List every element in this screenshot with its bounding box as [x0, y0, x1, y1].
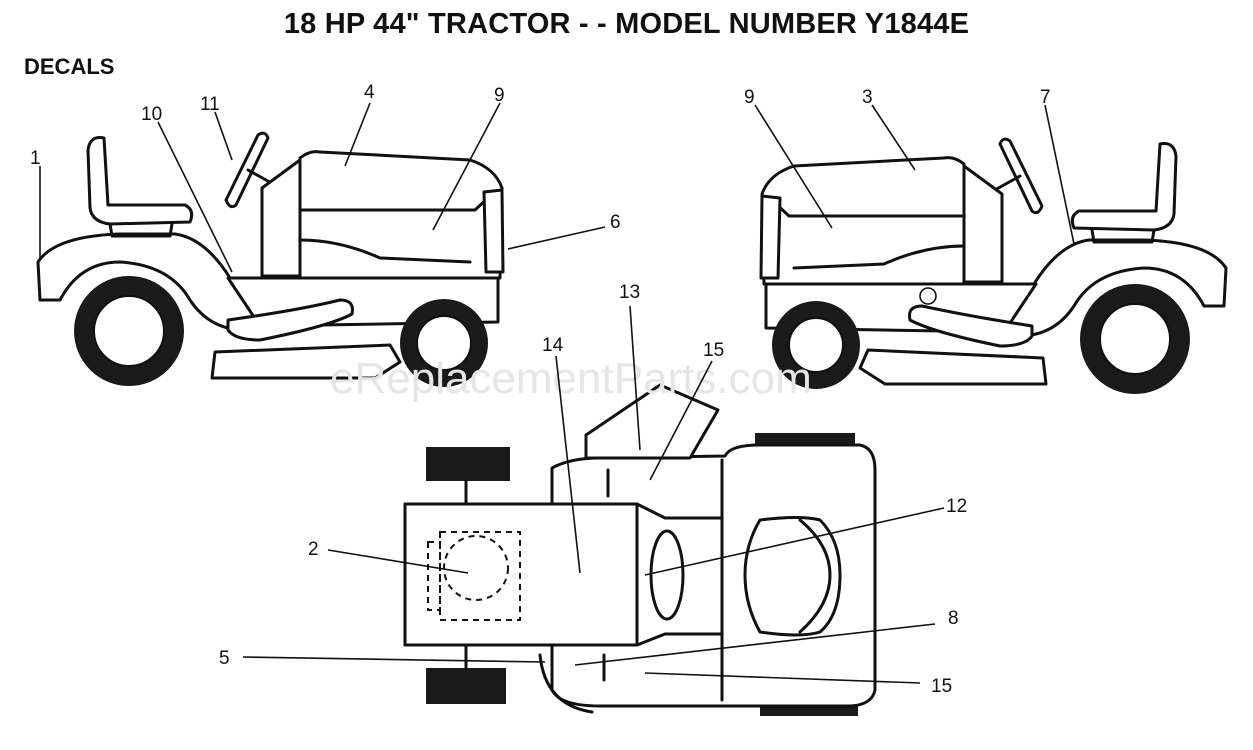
- callout-2: 2: [308, 539, 319, 560]
- callout-9-right: 9: [744, 87, 755, 108]
- callout-7: 7: [1040, 87, 1051, 108]
- page-title: 18 HP 44" TRACTOR - - MODEL NUMBER Y1844…: [283, 8, 970, 40]
- callout-1: 1: [30, 148, 41, 169]
- watermark-text: eReplacementParts.com: [330, 354, 812, 403]
- callout-3: 3: [862, 87, 873, 108]
- section-label-decals: DECALS: [24, 54, 115, 79]
- callout-10: 10: [141, 104, 162, 125]
- leader-lines: [39, 102, 1075, 684]
- tractor-right-side-view: [759, 137, 1228, 394]
- tractor-left-side-view: [36, 131, 505, 387]
- callout-4: 4: [364, 82, 375, 103]
- callout-15-top: 15: [703, 340, 724, 361]
- callout-11: 11: [200, 94, 220, 115]
- callout-15-bottom: 15: [931, 676, 952, 697]
- callout-9-left: 9: [494, 85, 505, 106]
- callout-labels: 1 2 3 4 5 6 7 8 9 9 10 11 12 13 14 15 15: [30, 82, 1051, 697]
- callout-12: 12: [946, 496, 967, 517]
- callout-13: 13: [619, 282, 640, 303]
- callout-14: 14: [542, 335, 564, 356]
- callout-5: 5: [219, 648, 230, 669]
- tractor-top-view: [403, 383, 877, 716]
- callout-6: 6: [610, 212, 621, 233]
- callout-8: 8: [948, 608, 959, 629]
